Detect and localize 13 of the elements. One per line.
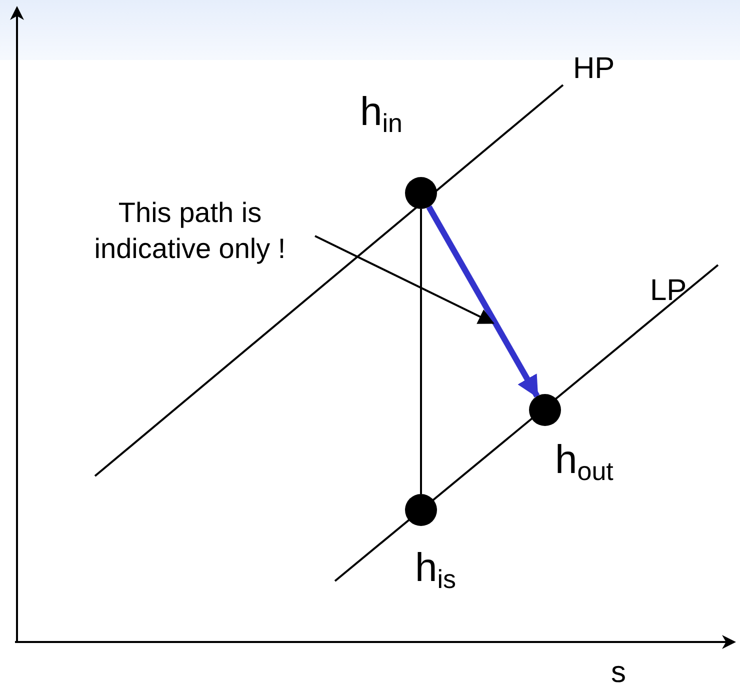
enthalpy-label: h$_{in}$ [360, 92, 402, 132]
enthalpy-label: h$_{is}$ [415, 548, 456, 588]
state-point [405, 177, 437, 209]
axis-label: s [611, 658, 626, 688]
connector-line [420, 209, 422, 494]
state-point [529, 394, 561, 426]
pressure-label: HP [573, 54, 615, 84]
state-point [405, 494, 437, 526]
leader-arrow [314, 235, 494, 324]
process-arrow [426, 205, 540, 398]
pressure-label: LP [650, 276, 687, 306]
note-text: This path is indicative only ! [65, 195, 315, 268]
enthalpy-label: h$_{out}$ [555, 440, 614, 480]
